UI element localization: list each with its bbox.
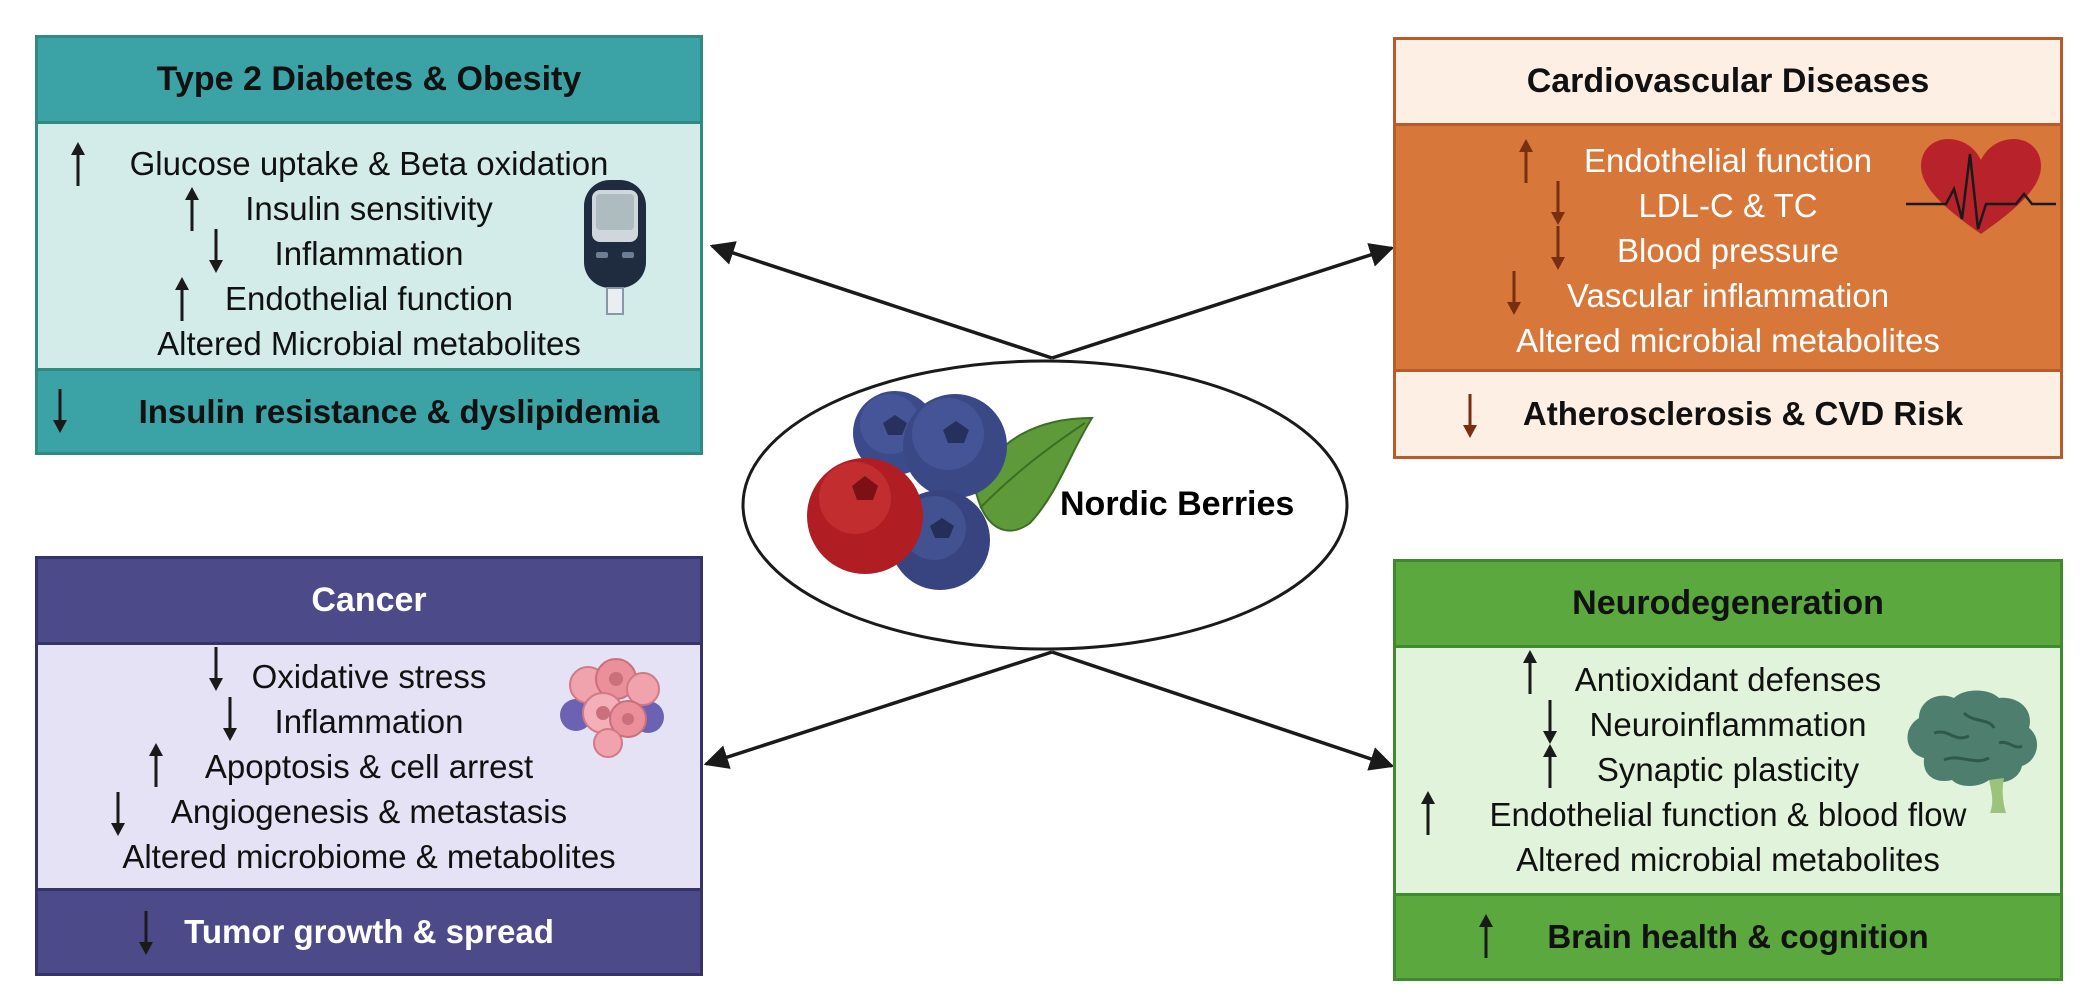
effect-item: Neuroinflammation bbox=[1589, 706, 1867, 743]
berries-icon bbox=[807, 391, 1094, 590]
effect-item: Altered microbiome & metabolites bbox=[122, 838, 616, 875]
panel-outcome: Atherosclerosis & CVD Risk bbox=[1396, 372, 2060, 456]
effect-item: Apoptosis & cell arrest bbox=[204, 748, 534, 785]
arrow-up-icon bbox=[70, 142, 86, 191]
panel-title: Cancer bbox=[38, 559, 700, 645]
effect-item: Inflammation bbox=[274, 235, 464, 272]
panel-title: Type 2 Diabetes & Obesity bbox=[38, 38, 700, 124]
effect-item: Synaptic plasticity bbox=[1596, 751, 1860, 788]
panel-neurodegeneration: Neurodegeneration Antioxidant defenses N… bbox=[1393, 559, 2063, 981]
arrow-up-icon bbox=[1478, 914, 1494, 966]
arrow-down-icon bbox=[1550, 226, 1566, 275]
panel-title: Cardiovascular Diseases bbox=[1396, 40, 2060, 126]
arrow-to-cardio bbox=[1051, 243, 1395, 360]
arrow-up-icon bbox=[1518, 139, 1534, 188]
cancer-cells-icon bbox=[560, 658, 664, 758]
arrow-to-neuro bbox=[1051, 650, 1395, 771]
effect-item: Oxidative stress bbox=[251, 658, 487, 695]
arrow-down-icon bbox=[110, 792, 126, 841]
arrow-to-diabetes bbox=[709, 241, 1053, 360]
panel-cancer: Cancer Oxidative stress Inflammation Apo… bbox=[35, 556, 703, 976]
panel-body: Glucose uptake & Beta oxidation Insulin … bbox=[38, 124, 700, 371]
effect-item: Inflammation bbox=[274, 703, 464, 740]
center-label: Nordic Berries bbox=[1060, 485, 1295, 523]
effect-item: Endothelial function bbox=[224, 280, 514, 317]
glucose-meter-icon bbox=[584, 180, 646, 315]
arrow-down-icon bbox=[1462, 394, 1478, 446]
panel-type2-diabetes: Type 2 Diabetes & Obesity Glucose uptake… bbox=[35, 35, 703, 455]
arrow-up-icon bbox=[148, 743, 164, 792]
panel-outcome: Tumor growth & spread bbox=[38, 891, 700, 973]
arrow-down-icon bbox=[208, 647, 224, 696]
arrow-down-icon bbox=[52, 389, 68, 441]
panel-body: Oxidative stress Inflammation Apoptosis … bbox=[38, 645, 700, 891]
center-ellipse bbox=[741, 359, 1349, 651]
effect-item: Vascular inflammation bbox=[1566, 277, 1890, 314]
brain-icon bbox=[1907, 690, 2038, 813]
effect-item: Endothelial function bbox=[1583, 142, 1873, 179]
arrow-down-icon bbox=[222, 697, 238, 746]
arrow-down-icon bbox=[1506, 271, 1522, 320]
arrow-down-icon bbox=[208, 229, 224, 278]
arrow-up-icon bbox=[174, 277, 190, 326]
arrow-up-icon bbox=[184, 187, 200, 236]
panel-outcome: Insulin resistance & dyslipidemia bbox=[38, 371, 700, 452]
panel-body: Antioxidant defenses Neuroinflammation S… bbox=[1396, 648, 2060, 896]
arrow-down-icon bbox=[1550, 181, 1566, 230]
arrow-up-icon bbox=[1542, 744, 1558, 793]
arrow-up-icon bbox=[1522, 650, 1538, 699]
effect-item: Altered microbial metabolites bbox=[1516, 322, 1940, 359]
arrow-up-icon bbox=[1420, 791, 1436, 840]
effect-item: Altered Microbial metabolites bbox=[157, 325, 581, 362]
effect-item: Glucose uptake & Beta oxidation bbox=[129, 145, 609, 182]
arrow-to-cancer bbox=[703, 650, 1053, 769]
effect-item: LDL-C & TC bbox=[1638, 187, 1818, 224]
effect-item: Antioxidant defenses bbox=[1574, 661, 1882, 698]
effect-item: Insulin sensitivity bbox=[245, 190, 493, 227]
effect-item: Angiogenesis & metastasis bbox=[170, 793, 568, 830]
panel-body: Endothelial function LDL-C & TC Blood pr… bbox=[1396, 126, 2060, 372]
arrow-down-icon bbox=[138, 911, 154, 963]
panel-outcome: Brain health & cognition bbox=[1396, 896, 2060, 978]
panel-cardiovascular: Cardiovascular Diseases Endothelial func… bbox=[1393, 37, 2063, 459]
effect-item: Endothelial function & blood flow bbox=[1489, 796, 1967, 833]
arrow-down-icon bbox=[1542, 700, 1558, 749]
heart-ecg-icon bbox=[1906, 139, 2056, 234]
panel-title: Neurodegeneration bbox=[1396, 562, 2060, 648]
effect-item: Blood pressure bbox=[1617, 232, 1839, 269]
effect-item: Altered microbial metabolites bbox=[1516, 841, 1940, 878]
